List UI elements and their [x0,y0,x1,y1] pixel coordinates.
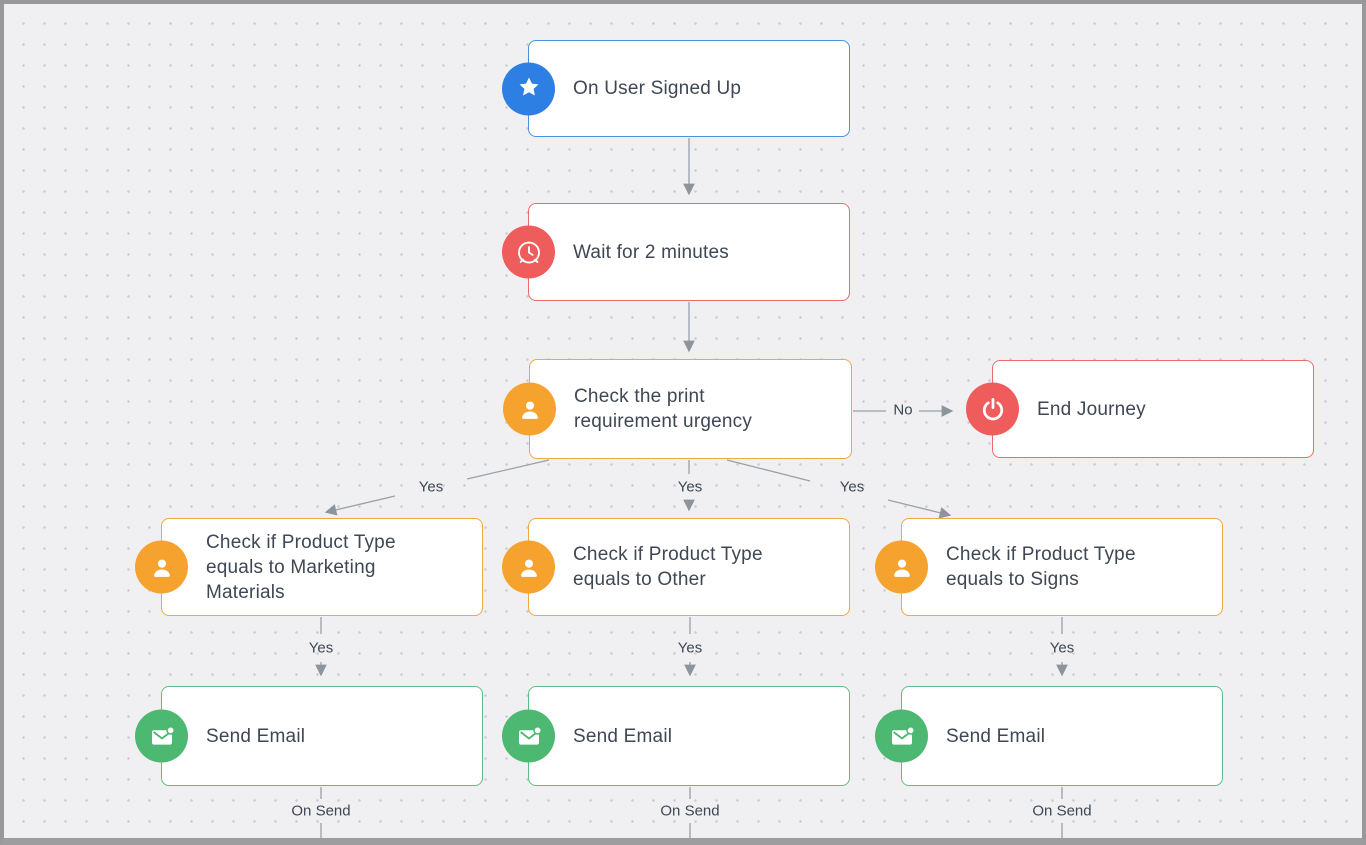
edge-label-yes-send-1: Yes [308,639,334,657]
node-on-user-signed-up[interactable]: On User Signed Up [502,40,850,137]
node-title: Check if Product Type equals to Other [573,544,763,590]
user-icon [503,382,556,436]
edge-label-yes-left: Yes [418,478,444,496]
edge-label-yes-send-2: Yes [677,639,703,657]
user-icon [135,540,188,594]
star-icon [502,62,555,115]
edge-label-yes-mid: Yes [677,478,703,496]
node-check-product-marketing-materials[interactable]: Check if Product Type equals to Marketin… [135,518,483,616]
flow-canvas[interactable]: No Yes Yes Yes Yes Yes Yes On Send On Se… [4,4,1362,840]
edge-label-yes-send-3: Yes [1049,639,1075,657]
email-icon [875,709,928,763]
node-send-email-1[interactable]: Send Email [135,686,483,786]
node-check-product-signs[interactable]: Check if Product Type equals to Signs [875,518,1223,616]
node-check-product-other[interactable]: Check if Product Type equals to Other [502,518,850,616]
user-icon [875,540,928,594]
edge-check-yes-left-b [324,495,396,516]
node-title: Send Email [946,725,1046,747]
node-wait-for-2-minutes[interactable]: Wait for 2 minutes [502,203,850,301]
node-send-email-3[interactable]: Send Email [875,686,1223,786]
edge-check-yes-right-a [726,459,811,482]
node-title: Check if Product Type equals to Marketin… [206,531,396,603]
node-title: End Journey [1037,398,1146,420]
edge-label-on-send-1: On Send [291,802,351,820]
edge-label-no: No [893,401,913,419]
edge-label-on-send-2: On Send [660,802,720,820]
node-end-journey[interactable]: End Journey [966,360,1314,458]
node-title: Send Email [206,725,306,747]
power-icon [966,382,1019,436]
email-icon [502,709,555,763]
node-check-print-urgency[interactable]: Check the print requirement urgency [503,359,852,459]
node-send-email-2[interactable]: Send Email [502,686,850,786]
edge-label-yes-right: Yes [839,478,865,496]
edge-check-yes-left-a [466,459,550,480]
edge-label-on-send-3: On Send [1032,802,1092,820]
node-title: Check if Product Type equals to Signs [946,544,1136,590]
node-title: On User Signed Up [573,78,742,99]
node-title: Check the print requirement urgency [574,386,753,432]
user-icon [502,540,555,594]
node-title: Send Email [573,725,673,747]
node-title: Wait for 2 minutes [573,241,729,263]
clock-icon [502,225,555,279]
edge-check-yes-right-b [887,499,952,519]
email-icon [135,709,188,763]
